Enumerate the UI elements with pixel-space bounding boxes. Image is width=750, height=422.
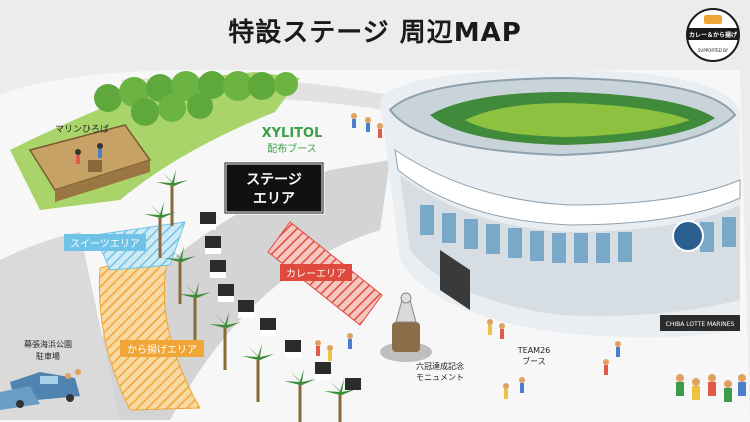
marine-hiroba: [28, 124, 152, 202]
parking-label: 幕張海浜公園 駐車場: [24, 339, 72, 361]
stadium-sign: CHIBA LOTTE MARINES: [666, 321, 735, 328]
svg-text:六冠達成記念: 六冠達成記念: [416, 361, 464, 371]
karaage-area-zone: [98, 249, 201, 411]
team26-label: TEAM26 ブース: [517, 346, 551, 366]
trees: [94, 71, 298, 126]
karaage-area-label[interactable]: から揚げエリア: [120, 340, 204, 357]
logo-supported: SUPPORTED BY: [698, 48, 729, 53]
stage-label-line1: ステージ: [246, 172, 302, 188]
logo-text: カレー＆から揚げ: [689, 31, 738, 39]
palm-trees: [144, 170, 356, 422]
xylitol-sub: 配布ブース: [267, 142, 317, 155]
stage-area[interactable]: ステージ エリア: [223, 161, 325, 215]
svg-text:カレーエリア: カレーエリア: [286, 268, 346, 280]
svg-text:から揚げエリア: から揚げエリア: [127, 343, 197, 356]
parking-cars: [0, 372, 80, 410]
monument: [380, 292, 432, 362]
food-booths: [200, 212, 361, 390]
curry-area-label[interactable]: カレーエリア: [280, 264, 352, 281]
page-title: 特設ステージ 周辺MAP: [228, 18, 522, 48]
stage-label-line2: エリア: [253, 191, 295, 207]
svg-text:駐車場: 駐車場: [36, 351, 60, 361]
crowd: [65, 113, 746, 402]
side-walkway: [0, 232, 120, 420]
svg-text:TEAM26: TEAM26: [517, 346, 551, 355]
xylitol-booth-label: XYLITOL 配布ブース: [262, 126, 323, 155]
stadium: CHIBA LOTTE MARINES: [380, 70, 741, 338]
sweets-area-label[interactable]: スイーツエリア: [64, 234, 146, 251]
svg-text:スイーツエリア: スイーツエリア: [70, 239, 140, 250]
svg-text:幕張海浜公園: 幕張海浜公園: [24, 339, 72, 349]
marine-hiroba-label: マリンひろば: [55, 124, 109, 135]
monument-label: 六冠達成記念 モニュメント: [416, 361, 464, 382]
xylitol-brand: XYLITOL: [262, 126, 323, 141]
svg-text:モニュメント: モニュメント: [416, 373, 464, 382]
event-logo: カレー＆から揚げ SUPPORTED BY: [686, 8, 740, 62]
svg-text:ブース: ブース: [522, 356, 546, 366]
